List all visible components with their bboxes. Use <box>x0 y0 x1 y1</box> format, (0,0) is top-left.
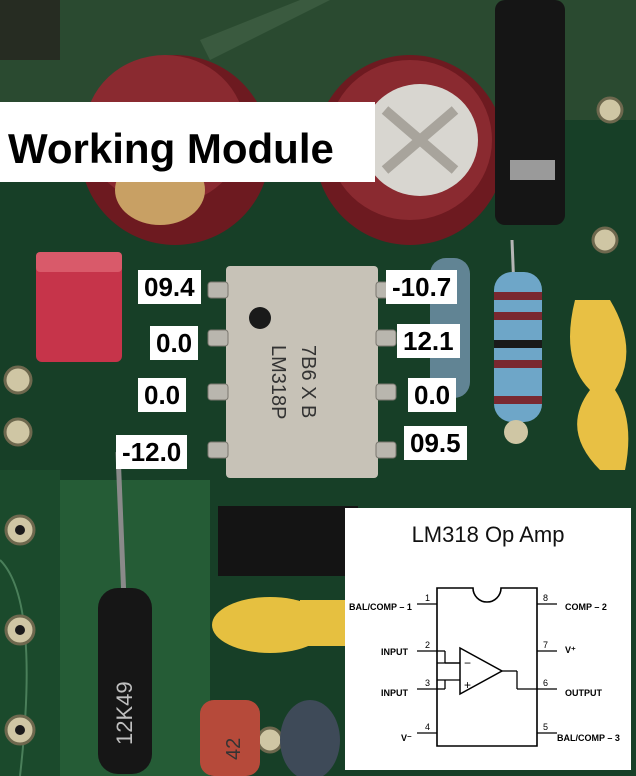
pin-label-7: V⁺ <box>565 645 576 655</box>
pin-number-6: 6 <box>543 678 549 688</box>
chip-marking: LM318P <box>267 345 289 420</box>
pin-number-8: 8 <box>543 593 549 603</box>
chip-code: 7B6 X B <box>297 345 319 418</box>
pin-label-1: BAL/COMP – 1 <box>349 602 412 612</box>
pin-label-8: COMP – 2 <box>565 602 607 612</box>
pin-label-5: BAL/COMP – 3 <box>557 733 620 743</box>
voltage-pin-4: -12.0 <box>116 435 188 469</box>
pinout-title: LM318 Op Amp <box>411 522 565 547</box>
pin-label-4: V⁻ <box>401 733 412 743</box>
voltage-pin-1: 09.4 <box>138 270 201 304</box>
cap-marking: 42 <box>223 738 245 760</box>
pin-label-6: OUTPUT <box>565 688 602 698</box>
pinout-diagram: LM318 Op Amp − + BAL/COMP – 1 INPUT INPU… <box>345 508 631 770</box>
pin-number-4: 4 <box>425 722 431 732</box>
pin-number-1: 1 <box>425 593 431 603</box>
pin-number-7: 7 <box>543 640 549 650</box>
pin-number-2: 2 <box>425 640 431 650</box>
voltage-pin-2: 0.0 <box>150 326 199 360</box>
pin-number-3: 3 <box>425 678 431 688</box>
minus-sign: − <box>464 656 471 670</box>
pin-label-3: INPUT <box>381 688 408 698</box>
voltage-pin-5: 09.5 <box>404 426 467 460</box>
voltage-pin-6: 0.0 <box>408 378 457 412</box>
pin-number-5: 5 <box>543 722 549 732</box>
voltage-pin-8: -10.7 <box>386 270 458 304</box>
opamp-symbol <box>459 646 504 696</box>
voltage-pin-3: 0.0 <box>138 378 187 412</box>
plus-sign: + <box>464 678 471 692</box>
voltage-pin-7: 12.1 <box>397 324 460 358</box>
title-background <box>0 102 375 182</box>
pin-label-2: INPUT <box>381 647 408 657</box>
resistor-marking: 12K49 <box>112 681 137 745</box>
pinout-drawing: − + <box>417 587 557 747</box>
page-title: Working Module <box>8 125 334 172</box>
